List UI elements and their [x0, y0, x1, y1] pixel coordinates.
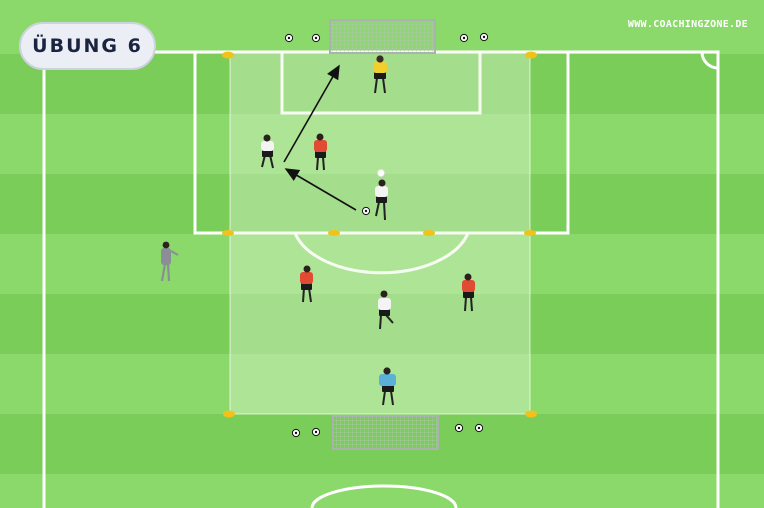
ball-icon [284, 33, 294, 43]
player-keeper-top [373, 55, 387, 94]
coach-figure [160, 241, 179, 282]
cone [223, 410, 235, 418]
goal-top [329, 19, 436, 54]
player-attacker-white-center [378, 290, 394, 330]
ball-icon [459, 33, 469, 43]
player-defender-red-top [314, 133, 327, 171]
cones [222, 51, 537, 418]
player-attacker-white-ball [375, 179, 388, 221]
ball-icon [291, 428, 301, 438]
player-defender-red-left [300, 265, 313, 303]
cone [423, 230, 435, 236]
player-defender-red-right [462, 273, 475, 312]
ball-icon [479, 32, 489, 42]
ball-icon [361, 206, 371, 216]
cone [222, 230, 234, 236]
ball-icon [311, 427, 321, 437]
cone [525, 51, 537, 59]
corner-arc [700, 51, 719, 70]
ball-icon [376, 168, 385, 177]
ball-icon [311, 33, 321, 43]
cone [524, 230, 536, 236]
brand-watermark: WWW.COACHINGZONE.DE [627, 19, 748, 30]
center-circle [310, 484, 458, 508]
pass-arrow [284, 168, 357, 211]
ball-icon [454, 423, 464, 433]
training-zone [229, 51, 531, 415]
cone [222, 51, 234, 59]
player-keeper-bottom [379, 367, 396, 406]
cone [328, 230, 340, 236]
ball-icon [474, 423, 484, 433]
penalty-arc [293, 232, 470, 275]
goal-bottom [332, 415, 439, 450]
spare-balls [284, 32, 489, 438]
exercise-badge: ÜBUNG 6 [19, 22, 156, 70]
run-arrow [283, 64, 340, 163]
player-attacker-white-left [261, 134, 274, 169]
cone [525, 410, 537, 418]
